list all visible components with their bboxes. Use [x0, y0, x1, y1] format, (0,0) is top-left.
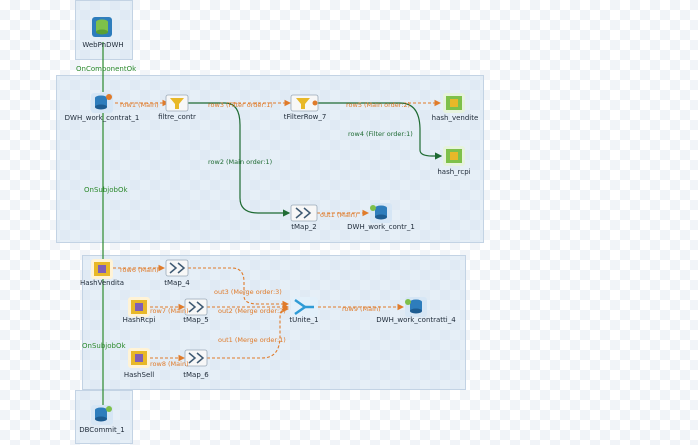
label-db-commit: DBCommit_1 — [79, 426, 125, 434]
component-hash-rcpi[interactable] — [443, 146, 465, 166]
component-tmap-4[interactable] — [165, 259, 189, 277]
component-db-commit[interactable] — [91, 405, 113, 425]
label-filtre-contr: filtre_contr — [158, 113, 196, 121]
component-filtre-contr[interactable] — [165, 94, 189, 112]
flow-label-row3: row3 (Filter order:1) — [208, 101, 273, 109]
label-tmap-5: tMap_5 — [183, 316, 208, 324]
component-hash-rcpi-input[interactable] — [128, 297, 150, 317]
label-hash-sell-input: HashSell — [124, 371, 154, 379]
label-dwh-contratti: DWH_work_contratti_4 — [376, 316, 456, 324]
flow-label-row1: row1 (Main) — [120, 101, 159, 109]
component-hash-sell-input[interactable] — [128, 348, 150, 368]
component-dbconnection[interactable] — [92, 17, 112, 37]
label-tmap-2: tMap_2 — [291, 223, 316, 231]
component-tmap-2[interactable] — [290, 204, 318, 222]
flow-out3[interactable] — [188, 267, 290, 308]
flow-label-row2: row2 (Main order:1) — [208, 158, 272, 166]
component-tmap-5[interactable] — [184, 298, 208, 316]
trigger-label-on-subjob-ok-1: OnSubjobOk — [84, 186, 128, 194]
label-hash-vendita-input: HashVendita — [80, 279, 124, 287]
component-hash-vendita-input[interactable] — [91, 259, 113, 279]
flow-row2[interactable] — [188, 102, 291, 217]
label-tmap-4: tMap_4 — [164, 279, 190, 287]
label-dwh-contr: DWH_work_contr_1 — [347, 223, 415, 231]
flow-row4[interactable] — [318, 102, 443, 160]
label-hash-vendite: hash_vendite — [432, 114, 479, 122]
component-dwh-contr[interactable] — [370, 203, 392, 223]
flow-label-row6: row6 (Main) — [120, 266, 159, 274]
component-filterrow[interactable] — [290, 94, 319, 112]
flow-label-out3: out3 (Merge order:3) — [214, 288, 282, 296]
component-tmap-6[interactable] — [184, 349, 208, 367]
label-dbconnection: WebPnDWH — [82, 41, 123, 49]
component-db-input[interactable] — [91, 93, 113, 113]
label-hash-rcpi-input: HashRcpi — [123, 316, 156, 324]
flow-label-out2: out2 (Merge order:2) — [218, 307, 286, 315]
flow-label-row9: row9 (Main) — [342, 305, 381, 313]
label-db-input: DWH_work_contrat_1 — [65, 114, 140, 122]
trigger-label-on-component-ok: OnComponentOk — [76, 65, 137, 73]
flow-label-out1: out1 (Merge order:1) — [218, 336, 286, 344]
flow-out1[interactable] — [207, 305, 290, 359]
label-filterrow: tFilterRow_7 — [284, 113, 327, 121]
flow-label-row4: row4 (Filter order:1) — [348, 130, 413, 138]
flow-label-row8: row8 (Main) — [150, 360, 189, 368]
component-hash-vendite[interactable] — [443, 93, 465, 113]
label-tunite: tUnite_1 — [289, 316, 318, 324]
component-tunite[interactable] — [291, 297, 318, 317]
label-tmap-6: tMap_6 — [183, 371, 209, 379]
flow-label-row5: row5 (Main order:2) — [346, 101, 410, 109]
label-hash-rcpi: hash_rcpi — [437, 168, 470, 176]
component-dwh-contratti[interactable] — [405, 297, 427, 317]
flow-label-out-dwh: out1 (Main) — [320, 211, 357, 219]
flow-label-row7: row7 (Main) — [150, 307, 189, 315]
trigger-label-on-subjob-ok-2: OnSubjobOk — [82, 342, 126, 350]
